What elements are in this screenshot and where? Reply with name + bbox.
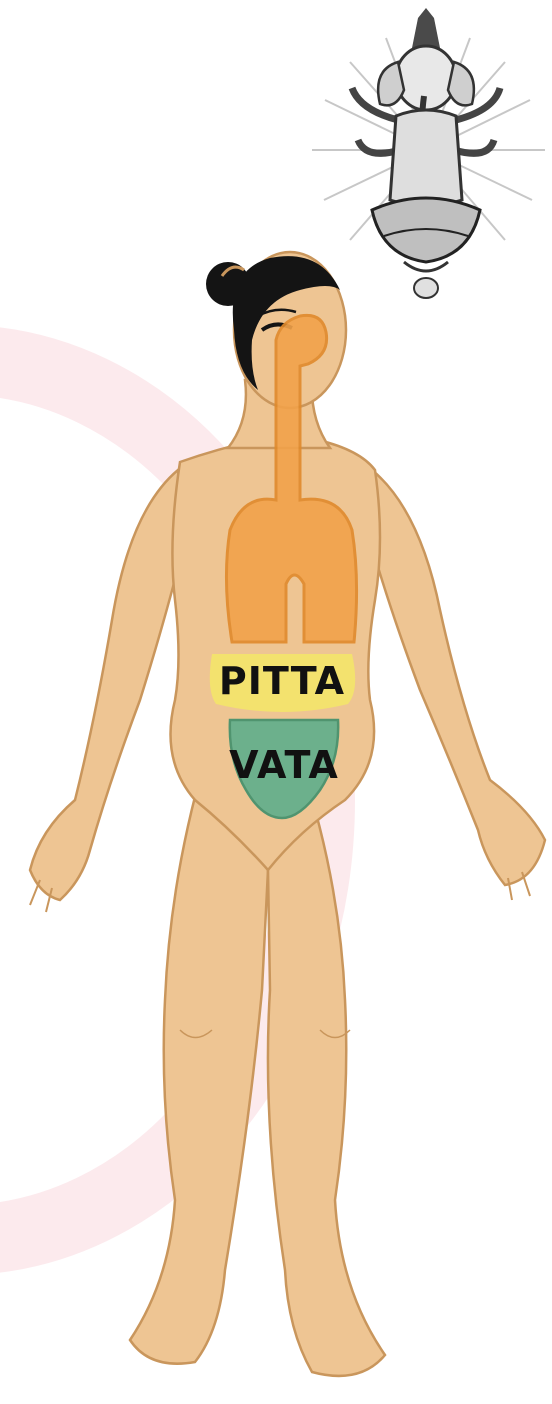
pitta-label: PITTA [219, 659, 345, 703]
vata-label: VATA [229, 743, 339, 787]
ganesha-icon [312, 8, 545, 298]
